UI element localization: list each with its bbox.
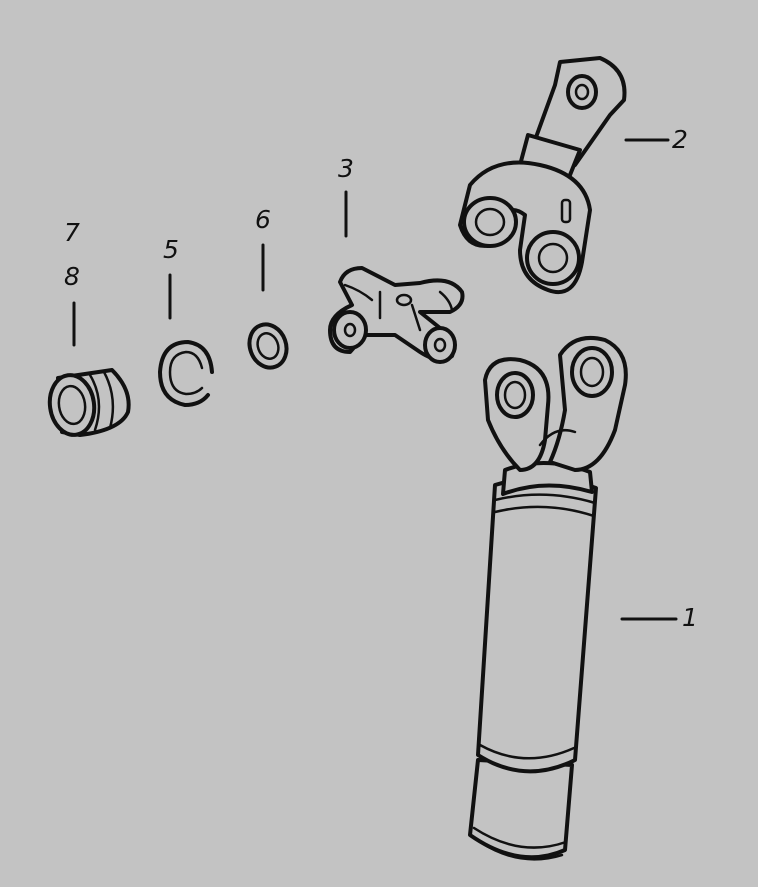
callout-6: 6 [255,205,271,234]
part-1-shaft-tube [468,335,628,861]
callout-3: 3 [338,154,354,183]
leader-lines [72,138,678,621]
callout-8: 8 [64,262,80,291]
callout-1: 1 [682,603,698,632]
part-7-8-bearing-cup [47,368,131,437]
callout-2: 2 [672,125,688,154]
part-5-snap-ring [158,340,214,407]
part-3-cross-spider [328,266,465,364]
callout-5: 5 [163,235,179,264]
part-6-washer [247,322,289,370]
part-2-slip-yoke [458,56,627,294]
callout-7: 7 [64,218,80,247]
